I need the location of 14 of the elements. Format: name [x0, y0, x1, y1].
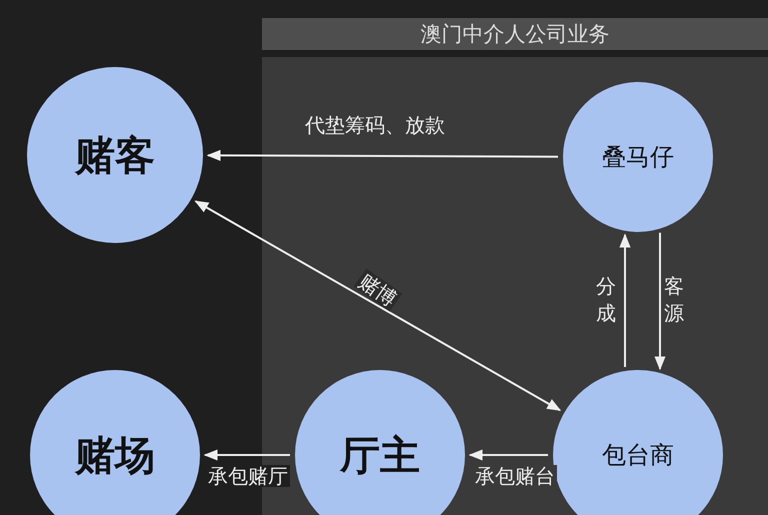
edge-label: 代垫筹码、放款 — [305, 114, 445, 136]
arrow — [194, 200, 562, 412]
arrow — [654, 232, 666, 370]
arrow — [619, 233, 631, 367]
arrow — [206, 150, 558, 161]
panel-heading: 澳门中介人公司业务 — [262, 18, 768, 50]
role-circle: 赌客 — [27, 67, 203, 243]
edge-label: 分成 — [596, 273, 616, 327]
edge-label: 承包赌厅 — [206, 465, 290, 487]
arrow — [468, 449, 548, 461]
role-circle: 赌场 — [30, 370, 200, 515]
arrow — [204, 449, 290, 461]
edge-label: 承包赌台 — [473, 465, 557, 487]
edge-label: 客源 — [664, 273, 684, 327]
